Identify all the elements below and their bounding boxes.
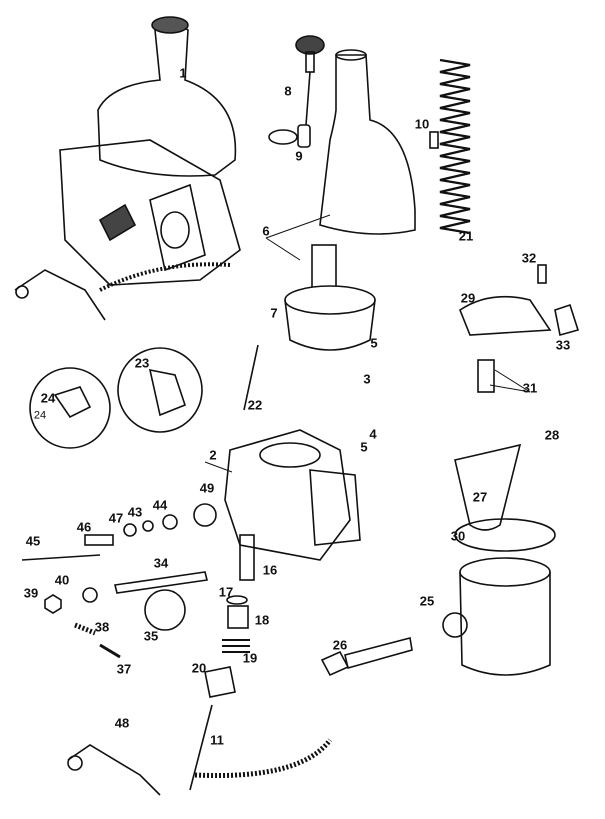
part-number-label: 25 [419,593,435,609]
part-number-label: 5 [360,439,368,455]
part-number-label: 22 [247,397,263,413]
part-23-lever [148,368,186,417]
part-46-tube [84,534,114,546]
part-24-plate [53,386,92,419]
detail-circle-23 [117,347,203,433]
part-number-label: 4 [369,426,377,442]
part-number-label: 29 [460,290,476,306]
part-number-label: 34 [153,555,169,571]
part-number-label: 9 [295,148,303,164]
part-number-label: 19 [242,650,258,666]
part-number-label: 46 [76,519,92,535]
part-33-bracket [554,303,580,337]
part-37-screw [99,643,121,659]
part-45-spindle [21,554,101,561]
part-number-label: 31 [522,380,538,396]
part-11-jet [189,704,332,791]
part-29-cover [459,295,552,336]
part-number-label: 30 [450,528,466,544]
part-number-label: 23 [134,355,150,371]
part-number-label: 35 [143,628,159,644]
part-number-label: 6 [262,223,270,239]
part-number-label: 5 [370,335,378,351]
part-number-label: 38 [94,619,110,635]
part-21-spring [439,58,471,235]
part-number-label: 3 [363,371,371,387]
part-number-label: 47 [108,510,124,526]
part-32-screw [537,264,547,284]
part-number-label: 2 [209,447,217,463]
part-6-dashpot [319,49,416,235]
part-22-needle [243,344,259,411]
part-9-washer [268,129,298,145]
part-number-label: 21 [458,228,474,244]
part-20-nut [204,666,236,698]
part-40-lever [82,587,98,603]
part-number-label: 24 [40,390,56,406]
part-2-carburettor-body [224,429,361,561]
part-25-float-chamber [442,557,551,676]
part-number-label: 7 [270,305,278,321]
part-piston [284,244,376,351]
part-38-spring [74,622,96,636]
part-number-label: 48 [114,715,130,731]
part-carburettor-assembly [14,16,241,321]
part-27-float [454,443,522,531]
part-30-gasket [454,518,556,552]
part-16-jet-bearing [239,534,255,581]
leader-lines [204,214,531,473]
part-17-washer [226,595,248,605]
part-number-label: 49 [199,480,215,496]
part-49-spring [193,503,217,527]
part-number-label: 17 [218,584,234,600]
part-number-label: 16 [262,562,278,578]
part-damper [295,35,325,148]
part-number-label: 37 [116,661,132,677]
part-44-spring [162,514,178,530]
part-number-label: 39 [23,585,39,601]
detail-circle-24 [29,367,111,449]
part-number-label: 43 [127,504,143,520]
part-number-label: 10 [414,116,430,132]
part-number-label: 24 [33,409,47,422]
part-number-label: 28 [544,427,560,443]
part-number-label: 18 [254,612,270,628]
part-number-label: 40 [54,572,70,588]
part-34-spindle [114,571,208,594]
part-number-label: 26 [332,637,348,653]
part-number-label: 44 [152,497,168,513]
part-10-screw [429,131,439,149]
part-number-label: 20 [191,660,207,676]
part-number-label: 33 [555,337,571,353]
part-18-nut [227,605,249,629]
part-35-disc [144,589,186,631]
part-number-label: 11 [210,732,224,748]
part-47-nut [123,523,137,537]
part-19-spring [222,639,250,653]
part-31-valve [477,359,495,393]
part-number-label: 8 [284,83,292,99]
part-39-nut [44,594,62,614]
part-number-label: 27 [472,489,488,505]
part-26-bolt [320,637,413,677]
part-43-washer [142,520,154,532]
part-number-label: 1 [179,65,187,81]
part-48-lever [67,744,161,796]
part-number-label: 45 [25,533,41,549]
part-number-label: 32 [521,250,537,266]
